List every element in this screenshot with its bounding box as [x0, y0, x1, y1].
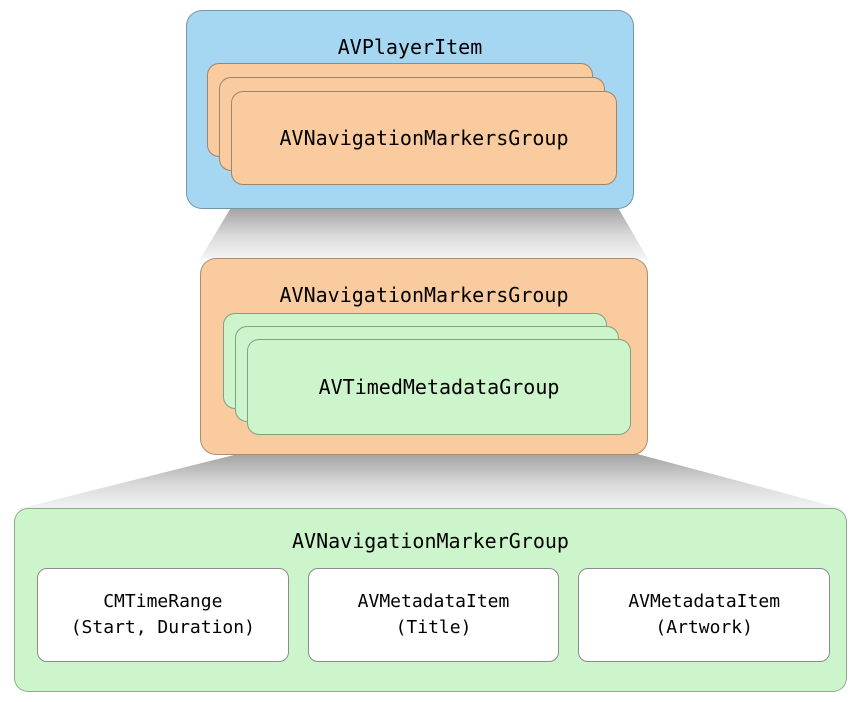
bottom-container-title: AVNavigationMarkerGroup	[292, 529, 569, 553]
top-stack-card-label: AVNavigationMarkersGroup	[279, 126, 569, 150]
funnel-top-connector	[200, 206, 648, 259]
top-container-title: AVPlayerItem	[337, 35, 483, 59]
middle-stack-card-label: AVTimedMetadataGroup	[318, 375, 560, 399]
middle-container-markersgroup: AVNavigationMarkersGroup AVTimedMetadata…	[200, 258, 648, 455]
marker-components-row: CMTimeRange (Start, Duration) AVMetadata…	[37, 568, 831, 662]
funnel-bottom-connector	[14, 452, 847, 510]
bottom-container-markergroup: AVNavigationMarkerGroup CMTimeRange (Sta…	[14, 508, 847, 692]
top-stack-card-front: AVNavigationMarkersGroup	[231, 91, 617, 185]
component-metadataitem-artwork-title: AVMetadataItem	[628, 591, 781, 612]
middle-container-title: AVNavigationMarkersGroup	[279, 283, 569, 307]
component-metadataitem-artwork: AVMetadataItem (Artwork)	[578, 568, 831, 662]
component-cmtimerange: CMTimeRange (Start, Duration)	[37, 568, 289, 662]
top-container-avplayeritem: AVPlayerItem AVNavigationMarkersGroup	[186, 10, 634, 209]
component-cmtimerange-subtitle: (Start, Duration)	[70, 616, 255, 638]
component-metadataitem-title: AVMetadataItem (Title)	[307, 568, 560, 662]
middle-stack-card-front: AVTimedMetadataGroup	[247, 339, 631, 435]
component-cmtimerange-title: CMTimeRange	[103, 591, 223, 612]
component-metadataitem-artwork-subtitle: (Artwork)	[655, 616, 753, 638]
component-metadataitem-title-title: AVMetadataItem	[357, 591, 510, 612]
component-metadataitem-title-subtitle: (Title)	[395, 616, 472, 638]
